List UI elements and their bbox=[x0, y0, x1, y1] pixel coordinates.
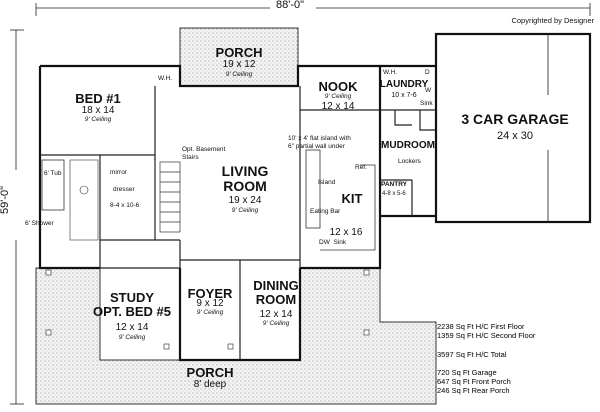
stat-first-floor: 2238 Sq Ft H/C First Floor bbox=[437, 322, 525, 331]
note-water-heater-1: W.H. bbox=[158, 75, 173, 82]
note-basement-stairs: Opt. Basement Stairs bbox=[182, 146, 226, 161]
room-name-front-porch: PORCH bbox=[186, 365, 234, 380]
room-dims-dining: 12 x 14 bbox=[259, 309, 293, 320]
room-dims-laundry: 10 x 7-6 bbox=[391, 92, 417, 99]
interior-walls bbox=[40, 86, 436, 360]
room-dims-kit: 12 x 16 bbox=[329, 227, 363, 238]
room-name-laundry: LAUNDRY bbox=[379, 79, 429, 90]
room-ceiling-dining: 9' Ceiling bbox=[262, 320, 290, 327]
overall-width-dimension-line bbox=[35, 3, 591, 16]
label-shower: 6' Shower bbox=[25, 220, 54, 227]
rear-porch-deck bbox=[179, 27, 299, 87]
room-dims-living: 19 x 24 bbox=[228, 195, 262, 206]
room-dims-bed-1: 18 x 14 bbox=[81, 105, 115, 116]
kitchen-counter bbox=[320, 164, 376, 251]
stat-rear-porch: 246 Sq Ft Rear Porch bbox=[437, 386, 510, 396]
room-ceiling-living: 9' Ceiling bbox=[231, 207, 259, 214]
copyright-note: Copyrighted by Designer bbox=[511, 16, 594, 25]
room-dims-foyer: 9 x 12 bbox=[196, 298, 224, 309]
room-name-nook: NOOK bbox=[318, 79, 358, 94]
square-footage-summary: 2238 Sq Ft H/C First Floor 1359 Sq Ft H/… bbox=[437, 322, 535, 396]
label-pantry: PANTRY bbox=[381, 181, 407, 188]
room-dims-rear-porch: 19 x 12 bbox=[222, 59, 256, 70]
stat-front-porch: 647 Sq Ft Front Porch bbox=[437, 377, 511, 387]
label-dw-sink: DW Sink bbox=[319, 239, 347, 246]
note-washer: W bbox=[425, 87, 432, 94]
stat-garage: 720 Sq Ft Garage bbox=[437, 367, 497, 377]
note-dryer: D bbox=[425, 69, 430, 76]
basement-stairs bbox=[159, 161, 181, 233]
room-name-mudroom: MUDROOM bbox=[381, 140, 435, 151]
bath-sink bbox=[79, 185, 89, 195]
room-name-rear-porch: PORCH bbox=[215, 45, 263, 60]
room-ceiling-bed-1: 9' Ceiling bbox=[84, 116, 112, 123]
room-name-garage: 3 CAR GARAGE bbox=[461, 111, 569, 127]
overall-depth-dimension-line bbox=[10, 29, 24, 405]
note-water-heater-2: W.H. bbox=[383, 69, 398, 76]
bath-tub bbox=[41, 159, 65, 211]
room-ceiling-study: 9' Ceiling bbox=[118, 334, 146, 341]
room-depth-front-porch: 8' deep bbox=[193, 379, 227, 390]
note-laundry-sink: Sink bbox=[420, 100, 433, 107]
stat-second-floor: 1359 Sq Ft H/C Second Floor bbox=[437, 331, 536, 341]
room-name-study: STUDY OPT. BED #5 bbox=[92, 290, 172, 319]
label-dresser: dresser bbox=[113, 186, 135, 193]
room-dims-nook: 12 x 14 bbox=[321, 101, 355, 112]
label-eating-bar: Eating Bar bbox=[310, 208, 341, 215]
label-mirror: mirror bbox=[110, 169, 127, 176]
label-refrigerator: Ref. bbox=[355, 164, 367, 171]
porch-railings bbox=[45, 269, 370, 350]
overall-depth-label: 59'-0" bbox=[0, 185, 11, 214]
room-name-dining: DINING ROOM bbox=[253, 278, 299, 307]
room-ceiling-foyer: 9' Ceiling bbox=[196, 309, 224, 316]
label-lockers: Lockers bbox=[398, 158, 421, 165]
overall-width-label: 88'-0" bbox=[275, 0, 305, 11]
room-dims-study: 12 x 14 bbox=[115, 322, 149, 333]
label-closet-dims: 8-4 x 10-6 bbox=[110, 202, 140, 209]
label-pantry-dims: 4-8 x 5-6 bbox=[382, 191, 406, 197]
label-island: Island bbox=[318, 179, 336, 186]
room-dims-garage: 24 x 30 bbox=[496, 130, 534, 142]
note-island: 10' x 4' flat island with 6" partial wal… bbox=[288, 135, 351, 150]
kitchen-island bbox=[305, 149, 321, 229]
bath-vanity bbox=[69, 159, 99, 241]
label-tub: 6' Tub bbox=[44, 170, 62, 177]
room-name-kit: KIT bbox=[341, 191, 363, 206]
front-porch-deck bbox=[35, 267, 437, 405]
room-name-foyer: FOYER bbox=[187, 286, 233, 301]
room-name-living: LIVING ROOM bbox=[221, 163, 269, 194]
room-ceiling-rear-porch: 9' Ceiling bbox=[225, 71, 253, 78]
room-name-bed-1: BED #1 bbox=[75, 91, 121, 106]
room-ceiling-nook: 9' Ceiling bbox=[324, 93, 352, 100]
stat-total: 3597 Sq Ft H/C Total bbox=[437, 349, 507, 359]
